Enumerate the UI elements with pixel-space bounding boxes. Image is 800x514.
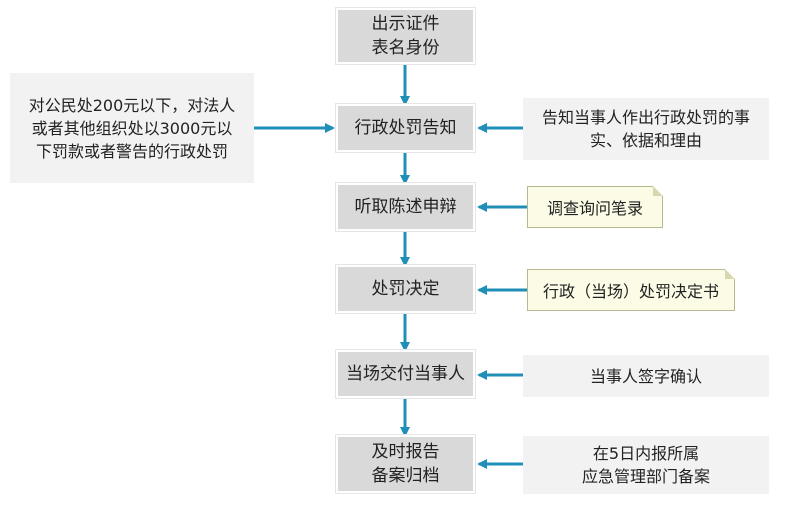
step-penalty-notice-label: 行政处罚告知 [354,118,457,138]
left-note-penalty-scope: 对公民处200元以下，对法人 或者其他组织处以3000元以 下罚款或者警告的行政… [10,73,254,183]
right-note-inform-facts: 告知当事人作出行政处罚的事 实、依据和理由 [523,98,769,160]
step-hear-statement-label: 听取陈述申辩 [354,197,457,217]
step-deliver-party: 当场交付当事人 [336,350,475,398]
step-report-archive-line1: 及时报告 [371,442,440,462]
step-report-archive: 及时报告 备案归档 [336,435,475,493]
step-show-credentials-line1: 出示证件 [371,14,440,34]
left-note-line2: 或者其他组织处以3000元以 [31,118,233,138]
right-note-sign-confirm-label: 当事人签字确认 [589,366,702,386]
step-deliver-party-label: 当场交付当事人 [346,364,465,384]
step-show-credentials-line2: 表名身份 [371,38,440,58]
step-penalty-notice: 行政处罚告知 [336,104,475,152]
step-penalty-decision: 处罚决定 [336,265,475,313]
note-fold-corner [653,186,663,196]
right-note-inform-facts-line2: 实、依据和理由 [589,131,702,150]
right-note-inform-facts-line1: 告知当事人作出行政处罚的事 [541,108,750,127]
right-note-report-department: 在5日内报所属 应急管理部门备案 [523,436,769,494]
left-note-line1: 对公民处200元以下，对法人 [28,95,236,115]
right-note-inquiry-record-label: 调查询问笔录 [546,199,643,218]
right-note-inquiry-record: 调查询问笔录 [527,186,663,228]
step-show-credentials: 出示证件 表名身份 [336,8,475,64]
note-fold-corner [725,269,735,279]
step-hear-statement: 听取陈述申辩 [336,183,475,231]
step-penalty-decision-label: 处罚决定 [371,279,440,299]
right-note-report-department-line1: 在5日内报所属 [592,444,700,463]
right-note-decision-document: 行政（当场）处罚决定书 [527,269,735,311]
left-note-line3: 下罚款或者警告的行政处罚 [35,141,228,161]
right-note-decision-document-label: 行政（当场）处罚决定书 [542,282,719,301]
step-report-archive-line2: 备案归档 [371,466,440,486]
right-note-report-department-line2: 应急管理部门备案 [581,467,710,486]
right-note-sign-confirm: 当事人签字确认 [523,355,769,397]
